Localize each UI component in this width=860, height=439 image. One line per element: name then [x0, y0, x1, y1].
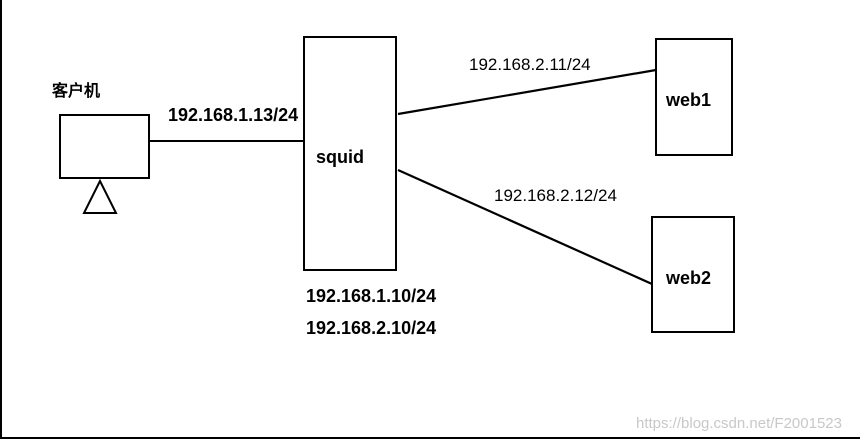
- web1-label: web1: [665, 90, 711, 110]
- web2-ip: 192.168.2.12/24: [494, 186, 617, 205]
- web2-label: web2: [665, 268, 711, 288]
- link-squid-web2: [397, 168, 653, 286]
- client-stand-triangle: [82, 178, 118, 214]
- squid-ip-web: 192.168.2.10/24: [306, 318, 436, 338]
- web1-box: [655, 38, 733, 156]
- watermark-text: https://blog.csdn.net/F2001523: [636, 415, 842, 432]
- client-box: [59, 114, 150, 179]
- web2-box: [651, 216, 735, 333]
- client-label: 客户机: [52, 81, 100, 100]
- web1-ip: 192.168.2.11/24: [469, 55, 591, 74]
- client-ip: 192.168.1.13/24: [168, 105, 298, 125]
- squid-label: squid: [316, 147, 364, 167]
- squid-ip-lan: 192.168.1.10/24: [306, 286, 436, 306]
- link-squid-web1: [397, 68, 657, 116]
- squid-box: [303, 36, 397, 271]
